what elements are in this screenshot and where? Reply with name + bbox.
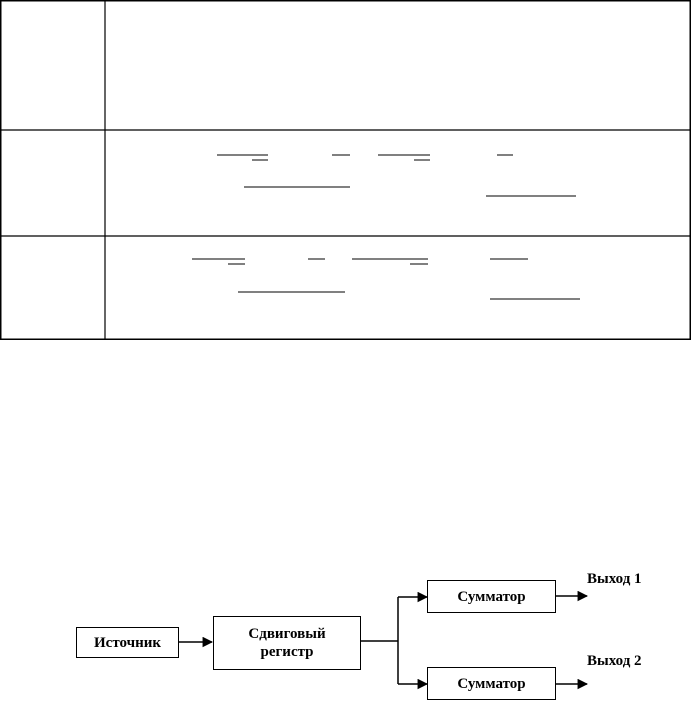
connection-wires bbox=[178, 590, 589, 690]
table-cell bbox=[0, 130, 105, 236]
adder-bottom-label: Сумматор bbox=[457, 675, 526, 692]
source-label: Источник bbox=[94, 634, 161, 651]
formula-row-2 bbox=[217, 154, 576, 197]
table-row-3 bbox=[0, 236, 691, 340]
formula-row-3 bbox=[192, 258, 580, 300]
output-1-label: Выход 1 bbox=[587, 571, 642, 587]
shift-register-label-line1: Сдвиговый bbox=[248, 626, 326, 642]
table-row-1 bbox=[0, 0, 691, 130]
source-block: Источник bbox=[76, 627, 179, 658]
encoder-block-diagram: Источник Сдвиговый регистр Сумматор Сумм… bbox=[0, 540, 691, 710]
table-cell bbox=[105, 0, 691, 130]
adder-bottom-block: Сумматор bbox=[427, 667, 556, 700]
adder-top-label: Сумматор bbox=[457, 588, 526, 605]
table-grid bbox=[0, 0, 691, 340]
adder-top-block: Сумматор bbox=[427, 580, 556, 613]
table-row-2 bbox=[0, 130, 691, 236]
shift-register-label-line2: регистр bbox=[260, 644, 314, 660]
table-cell bbox=[105, 130, 691, 236]
table-cell bbox=[0, 236, 105, 340]
table-cell bbox=[105, 236, 691, 340]
shift-register-block: Сдвиговый регистр bbox=[213, 616, 361, 670]
table-cell bbox=[0, 0, 105, 130]
output-2-label: Выход 2 bbox=[587, 653, 642, 669]
formula-table bbox=[0, 0, 691, 340]
